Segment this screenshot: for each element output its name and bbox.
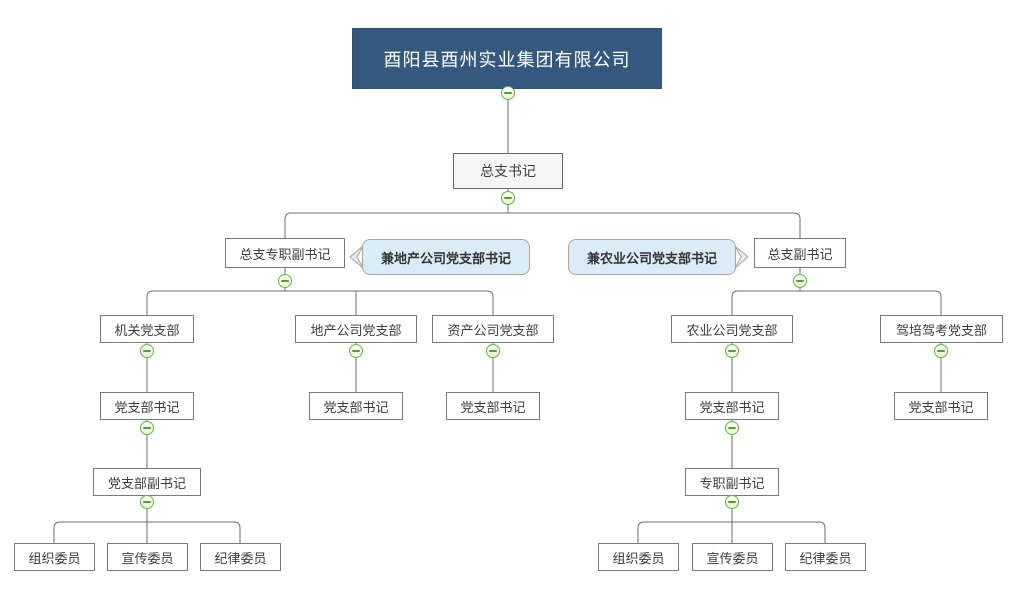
node-driving-party-branch[interactable]: 驾培驾考党支部 (880, 315, 1003, 343)
connector-secretaries-to-deputy-secretaries (146, 420, 733, 468)
node-realestate-party-branch[interactable]: 地产公司党支部 (295, 315, 417, 343)
node-deputy-secretary[interactable]: 总支副书记 (754, 238, 846, 268)
minus-icon (937, 350, 945, 352)
node-discipline-committee[interactable]: 纪律委员 (200, 543, 281, 571)
collapse-button[interactable] (140, 495, 154, 509)
callout-agriculture-branch-secretary[interactable]: 兼农业公司党支部书记 (568, 239, 736, 275)
minus-icon (352, 350, 360, 352)
callout-realestate-branch-secretary[interactable]: 兼地产公司党支部书记 (362, 239, 530, 275)
collapse-button[interactable] (725, 421, 739, 435)
minus-icon (728, 501, 736, 503)
collapse-button[interactable] (725, 344, 739, 358)
collapse-button[interactable] (501, 86, 515, 100)
node-agriculture-party-branch[interactable]: 农业公司党支部 (671, 315, 793, 343)
collapse-button[interactable] (725, 495, 739, 509)
node-publicity-committee[interactable]: 宣传委员 (107, 543, 188, 571)
node-organization-committee[interactable]: 组织委员 (14, 543, 95, 571)
connector-right-deputy-to-branches (731, 268, 942, 315)
collapse-button[interactable] (278, 274, 292, 288)
node-branch-secretary[interactable]: 党支部书记 (446, 392, 540, 420)
collapse-button[interactable] (140, 421, 154, 435)
minus-icon (796, 280, 804, 282)
minus-icon (489, 350, 497, 352)
minus-icon (728, 350, 736, 352)
minus-icon (281, 280, 289, 282)
collapse-button[interactable] (934, 344, 948, 358)
collapse-button[interactable] (349, 344, 363, 358)
minus-icon (504, 197, 512, 199)
collapse-button[interactable] (140, 344, 154, 358)
collapse-button[interactable] (486, 344, 500, 358)
minus-icon (728, 427, 736, 429)
node-general-secretary[interactable]: 总支书记 (453, 153, 563, 189)
node-fulltime-branch-deputy-secretary[interactable]: 专职副书记 (685, 468, 779, 496)
collapse-button[interactable] (501, 191, 515, 205)
node-office-party-branch[interactable]: 机关党支部 (100, 315, 194, 343)
node-organization-committee[interactable]: 组织委员 (598, 543, 679, 571)
node-branch-secretary[interactable]: 党支部书记 (309, 392, 403, 420)
node-publicity-committee[interactable]: 宣传委员 (692, 543, 773, 571)
collapse-button[interactable] (793, 274, 807, 288)
minus-icon (143, 427, 151, 429)
connector-general-secretary-to-deputies (284, 189, 801, 238)
connector-left-deputy-to-branches (146, 268, 494, 315)
minus-icon (143, 501, 151, 503)
node-branch-deputy-secretary[interactable]: 党支部副书记 (93, 468, 201, 496)
callout-tail-right-icon (734, 245, 749, 269)
connector-branches-to-secretaries (146, 343, 942, 392)
node-discipline-committee[interactable]: 纪律委员 (785, 543, 866, 571)
node-branch-secretary[interactable]: 党支部书记 (685, 392, 779, 420)
node-assets-party-branch[interactable]: 资产公司党支部 (432, 315, 554, 343)
minus-icon (143, 350, 151, 352)
node-fulltime-deputy-secretary[interactable]: 总支专职副书记 (225, 238, 345, 268)
node-branch-secretary[interactable]: 党支部书记 (100, 392, 194, 420)
minus-icon (504, 92, 512, 94)
node-branch-secretary[interactable]: 党支部书记 (894, 392, 988, 420)
node-company-root[interactable]: 酉阳县酉州实业集团有限公司 (352, 28, 662, 89)
